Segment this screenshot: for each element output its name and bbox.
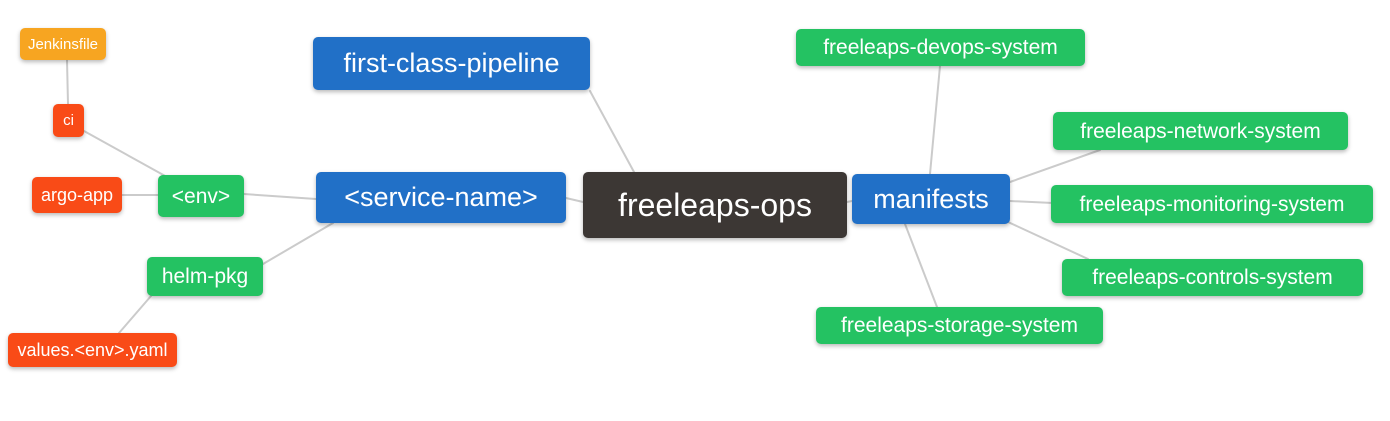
edge-manifests-devops-system bbox=[929, 65, 941, 175]
node-jenkinsfile[interactable]: Jenkinsfile bbox=[20, 28, 106, 60]
node-freeleaps-monitoring-system[interactable]: freeleaps-monitoring-system bbox=[1051, 185, 1373, 223]
node-first-class-pipeline[interactable]: first-class-pipeline bbox=[313, 37, 590, 90]
edge-jenkinsfile-ci bbox=[66, 59, 69, 105]
node-service-name[interactable]: <service-name> bbox=[316, 172, 566, 223]
edge-manifests-storage-system bbox=[904, 223, 938, 308]
edge-manifests-controls-system bbox=[1007, 221, 1089, 260]
node-argo-app[interactable]: argo-app bbox=[32, 177, 122, 213]
node-freeleaps-ops[interactable]: freeleaps-ops bbox=[583, 172, 847, 238]
edge-service-name-ops bbox=[565, 197, 584, 203]
edge-helm-pkg-service-name bbox=[262, 222, 334, 265]
node-freeleaps-controls-system[interactable]: freeleaps-controls-system bbox=[1062, 259, 1363, 296]
node-env[interactable]: <env> bbox=[158, 175, 244, 217]
node-freeleaps-devops-system[interactable]: freeleaps-devops-system bbox=[796, 29, 1085, 66]
edge-first-class-pipeline-ops bbox=[589, 90, 635, 173]
node-ci[interactable]: ci bbox=[53, 104, 84, 137]
node-values-env-yaml[interactable]: values.<env>.yaml bbox=[8, 333, 177, 367]
edge-values-helm-pkg bbox=[118, 295, 152, 334]
edge-env-service-name bbox=[243, 193, 317, 200]
node-helm-pkg[interactable]: helm-pkg bbox=[147, 257, 263, 296]
node-freeleaps-storage-system[interactable]: freeleaps-storage-system bbox=[816, 307, 1103, 344]
node-manifests[interactable]: manifests bbox=[852, 174, 1010, 224]
edge-ops-manifests bbox=[846, 200, 853, 203]
edge-ci-env bbox=[83, 130, 168, 178]
edge-manifests-network-system bbox=[1009, 149, 1101, 183]
node-freeleaps-network-system[interactable]: freeleaps-network-system bbox=[1053, 112, 1348, 150]
edge-manifests-monitoring-system bbox=[1009, 200, 1054, 204]
